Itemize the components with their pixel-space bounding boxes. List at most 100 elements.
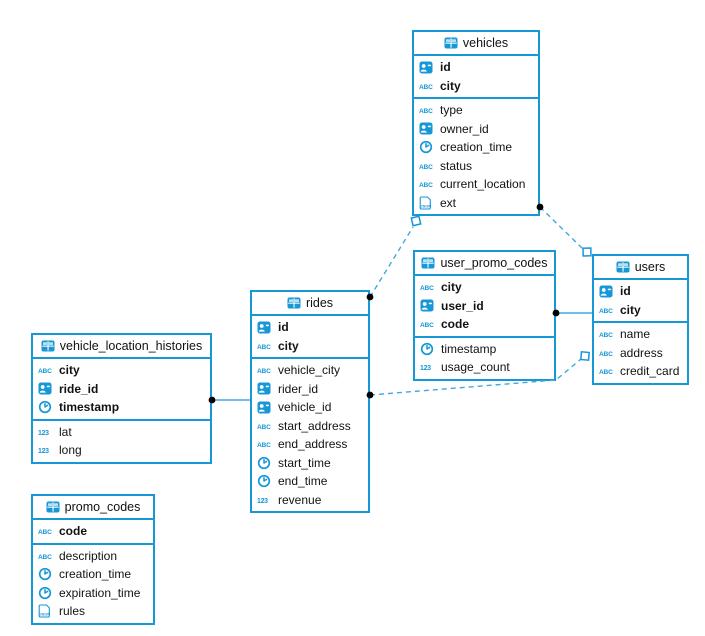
- text-type-icon: ABC: [599, 348, 616, 358]
- column-description: ABC description: [33, 547, 153, 566]
- id-badge-icon: [599, 285, 616, 298]
- table-title: rides: [305, 296, 334, 310]
- timestamp-icon: [257, 474, 274, 488]
- id-badge-icon: [419, 122, 436, 135]
- column-name: start_time: [278, 455, 331, 470]
- column-name: user_id: [441, 298, 484, 313]
- column-id: id: [594, 282, 687, 301]
- column-name: city: [59, 363, 80, 378]
- table-icon: [46, 501, 60, 513]
- svg-text:ABC: ABC: [257, 424, 271, 431]
- timestamp-icon: [38, 586, 55, 600]
- table-header[interactable]: promo_codes: [33, 496, 153, 520]
- column-timestamp: timestamp: [415, 340, 554, 359]
- table-title: vehicles: [462, 36, 509, 50]
- table-icon: [287, 297, 301, 309]
- svg-text:123: 123: [420, 365, 431, 372]
- column-name: city: [441, 280, 462, 295]
- column-name: description: [59, 548, 118, 563]
- column-name: address: [620, 345, 663, 360]
- column-city: ABC city: [252, 337, 368, 356]
- column-name: ext: [440, 195, 457, 210]
- table-header[interactable]: vehicle_location_histories: [33, 335, 210, 359]
- column-start_time: start_time: [252, 454, 368, 473]
- column-owner_id: owner_id: [414, 120, 538, 139]
- timestamp-icon: [38, 400, 55, 414]
- table-header[interactable]: vehicles: [414, 32, 538, 56]
- relation-vehicles-users: [536, 203, 592, 257]
- column-start_address: ABC start_address: [252, 417, 368, 436]
- column-name: timestamp: [59, 400, 120, 415]
- text-type-icon: ABC: [419, 179, 436, 189]
- column-rider_id: rider_id: [252, 380, 368, 399]
- number-type-icon: 123: [38, 445, 55, 455]
- number-type-icon: 123: [257, 495, 274, 505]
- relation-line: [369, 226, 414, 298]
- svg-text:ABC: ABC: [419, 108, 433, 115]
- text-type-icon: ABC: [257, 341, 274, 351]
- table-title: user_promo_codes: [440, 256, 548, 270]
- column-name: vehicle_city: [278, 363, 341, 378]
- column-name: timestamp: [441, 341, 497, 356]
- column-long: 123 long: [33, 441, 210, 460]
- text-type-icon: ABC: [419, 105, 436, 115]
- table-header[interactable]: users: [594, 256, 687, 280]
- text-type-icon: ABC: [599, 329, 616, 339]
- text-type-icon: ABC: [599, 305, 616, 315]
- column-name: id: [440, 60, 451, 75]
- column-ride_id: ride_id: [33, 380, 210, 399]
- column-current_location: ABC current_location: [414, 175, 538, 194]
- timestamp-icon: [257, 456, 274, 470]
- column-name: owner_id: [440, 121, 489, 136]
- column-name: credit_card: [620, 364, 680, 379]
- column-name: long: [59, 443, 82, 458]
- svg-text:ABC: ABC: [599, 308, 613, 315]
- column-vehicle_id: vehicle_id: [252, 398, 368, 417]
- svg-text:ABC: ABC: [419, 84, 433, 91]
- text-type-icon: ABC: [38, 551, 55, 561]
- svg-text:ABC: ABC: [419, 164, 433, 171]
- column-name: end_address: [278, 437, 348, 452]
- svg-text:ABC: ABC: [38, 529, 52, 536]
- table-icon: [421, 257, 435, 269]
- column-name: city: [278, 338, 299, 353]
- text-type-icon: ABC: [419, 81, 436, 91]
- text-type-icon: ABC: [419, 161, 436, 171]
- svg-text:ABC: ABC: [257, 368, 271, 375]
- column-name: creation_time: [440, 140, 513, 155]
- column-name: current_location: [440, 177, 526, 192]
- column-type: ABC type: [414, 101, 538, 120]
- column-vehicle_city: ABC vehicle_city: [252, 361, 368, 380]
- table-header[interactable]: user_promo_codes: [415, 252, 554, 276]
- column-name: start_address: [278, 418, 351, 433]
- column-revenue: 123 revenue: [252, 491, 368, 510]
- column-name: rules: [59, 604, 86, 619]
- svg-text:ABC: ABC: [38, 368, 52, 375]
- table-title: vehicle_location_histories: [59, 339, 203, 353]
- text-type-icon: ABC: [38, 526, 55, 536]
- svg-text:ABC: ABC: [257, 344, 271, 351]
- table-icon: [444, 37, 458, 49]
- column-name: revenue: [278, 492, 322, 507]
- table-header[interactable]: rides: [252, 292, 368, 316]
- column-name: type: [440, 103, 463, 118]
- column-timestamp: timestamp: [33, 398, 210, 417]
- column-name: expiration_time: [59, 585, 141, 600]
